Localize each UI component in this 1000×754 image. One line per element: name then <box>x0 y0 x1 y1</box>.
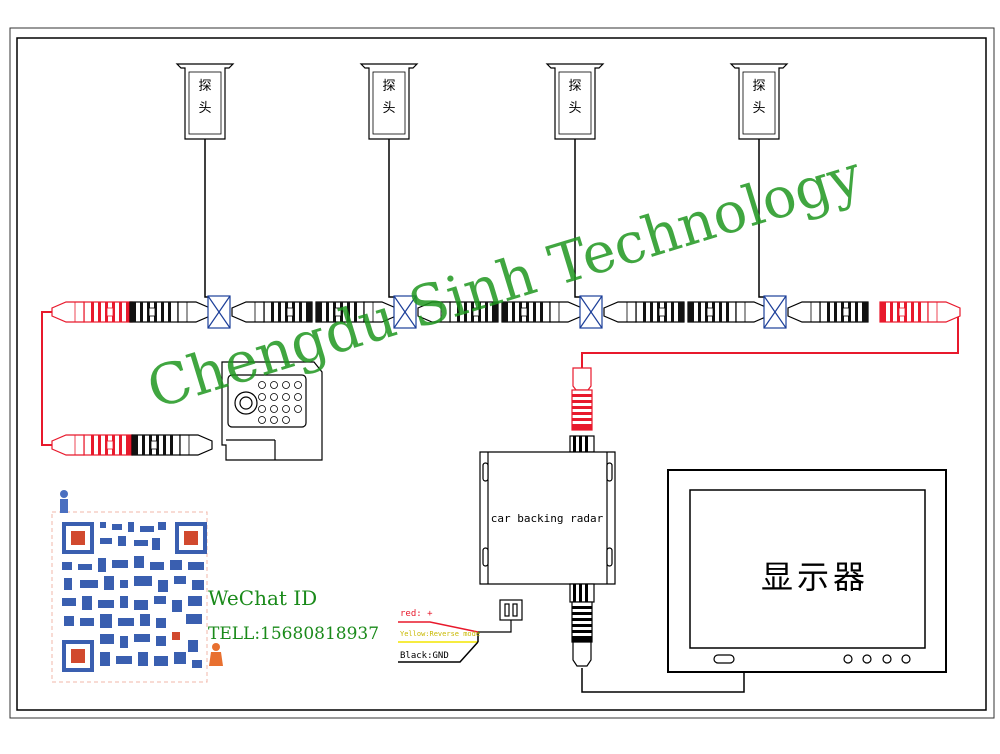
monitor-label: 显示器 <box>760 558 869 596</box>
wechat-id-label: WeChat ID <box>208 586 318 610</box>
outer-frame <box>9 27 995 719</box>
radar-input-connector <box>569 367 595 453</box>
power-wires <box>398 621 479 663</box>
monitor <box>667 469 947 673</box>
black-wire-label: Black:GND <box>400 651 449 661</box>
red-wire-label: red: + <box>400 609 433 619</box>
inner-frame <box>16 37 987 711</box>
probe-1-label: 探头 <box>198 79 212 116</box>
telephone-label: TELL:15680818937 <box>208 624 380 644</box>
wechat-qr-code <box>51 490 223 683</box>
yellow-wire-label: Yellow:Reverse mode <box>400 630 481 638</box>
camera <box>221 361 323 461</box>
power-plug <box>478 599 523 633</box>
radar-box <box>479 451 616 585</box>
radar-output-connector <box>569 583 745 693</box>
camera-connectors <box>51 434 213 456</box>
probe-4-label: 探头 <box>752 79 766 116</box>
radar-label: car backing radar <box>490 512 604 525</box>
probe-3-label: 探头 <box>568 79 582 116</box>
probe-2-label: 探头 <box>382 79 396 116</box>
